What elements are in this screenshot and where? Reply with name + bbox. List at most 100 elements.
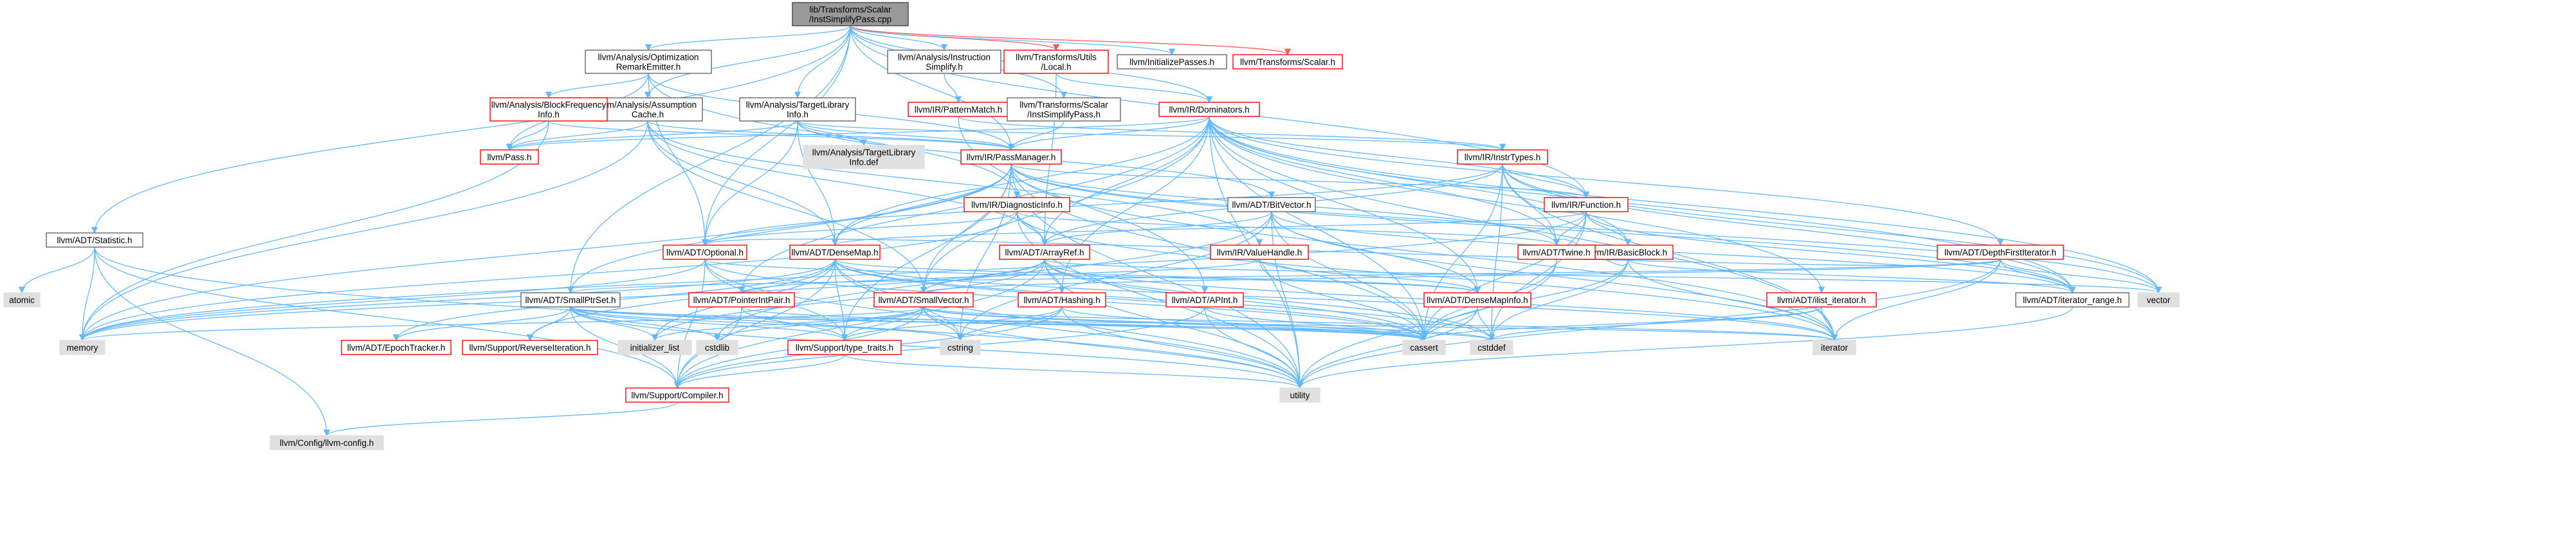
node-label-diaginfo-line-0: llvm/IR/DiagnosticInfo.h [971,200,1063,210]
node-label-config-line-0: llvm/Config/llvm-config.h [280,438,374,448]
node-ptrintpair[interactable]: llvm/ADT/PointerIntPair.h [688,292,795,308]
edge-statistic-to-atomic [18,246,95,294]
node-label-cstdlib-line-0: cstdlib [705,343,729,353]
edge-typetraits-to-compiler [673,354,845,389]
node-scalarh[interactable]: llvm/Transforms/Scalar.h [1232,54,1343,69]
node-label-cstring-line-0: cstring [947,343,973,353]
edge-compiler-to-config [323,402,678,437]
node-diaginfo[interactable]: llvm/IR/DiagnosticInfo.h [964,197,1070,212]
node-epoch[interactable]: llvm/ADT/EpochTracker.h [341,340,452,355]
node-densemapinfo[interactable]: llvm/ADT/DenseMapInfo.h [1423,292,1531,308]
edge-assumption-to-densemap [647,120,839,246]
edge-typetraits-to-utility [844,354,1303,389]
edge-passmanager-to-function [1010,163,1589,199]
node-box-pass [480,149,539,165]
node-patternmatch[interactable]: llvm/IR/PatternMatch.h [908,102,1009,117]
edge-hashing-to-utility [1061,306,1304,389]
node-box-assumption [592,97,703,122]
node-iterrange[interactable]: llvm/ADT/iterator_range.h [2015,292,2130,308]
edge-function-to-cassert [1420,211,1587,342]
edge-ilistiter-to-iterator [1821,306,1838,342]
node-densemap[interactable]: llvm/ADT/DenseMap.h [789,245,881,260]
edge-dfi-to-vector [2000,259,2162,294]
node-compiler[interactable]: llvm/Support/Compiler.h [625,387,729,403]
edge-bitvector-to-cassert [1271,211,1428,342]
node-box-instsimplifypass [1007,97,1121,122]
node-box-ilistiter [1766,292,1877,308]
node-dfi[interactable]: llvm/ADT/DepthFirstIterator.h [1937,245,2064,260]
node-arrayref[interactable]: llvm/ADT/ArrayRef.h [999,245,1090,260]
node-function[interactable]: llvm/IR/Function.h [1544,197,1629,212]
node-box-passmanager [960,149,1062,165]
edge-smallvector-to-cassert [923,306,1427,342]
node-box-twine [1517,245,1596,260]
edge-dfi-to-smallptrset [567,259,2001,294]
node-box-insttypes [1457,149,1548,165]
node-box-root [792,2,909,26]
edge-function-to-memory [79,211,1587,342]
node-hashing[interactable]: llvm/ADT/Hashing.h [1018,292,1106,308]
node-root[interactable]: lib/Transforms/Scalar/InstSimplifyPass.c… [792,2,909,26]
edge-densemap-to-cassert [834,259,1428,342]
node-instsimplifypass[interactable]: llvm/Transforms/Scalar/InstSimplifyPass.… [1007,97,1121,122]
node-smallptrset[interactable]: llvm/ADT/SmallPtrSet.h [520,292,621,308]
node-box-config [269,435,384,450]
node-box-optional [662,245,747,260]
node-label-iterator-line-0: iterator [1821,343,1849,353]
edge-assumption-to-pass [506,120,648,151]
node-box-reverseiter [462,340,598,355]
edge-dominators-to-function [1209,116,1590,199]
edge-assumption-to-valuehandle [647,120,1263,246]
node-ore[interactable]: llvm/Analysis/OptimizationRemarkEmitter.… [585,50,712,74]
node-pass[interactable]: llvm/Pass.h [480,149,539,165]
edge-ilistiter-to-cassert [1421,306,1822,342]
edge-tli-to-tlidef [797,120,868,147]
node-label-instsimplify-line-0: llvm/Analysis/Instruction [898,53,991,62]
node-box-utility [1279,387,1320,403]
node-initpasses[interactable]: llvm/InitializePasses.h [1117,54,1227,69]
node-smallvector[interactable]: llvm/ADT/SmallVector.h [873,292,974,308]
edge-local-to-dominators [1055,73,1213,104]
node-label-cstddef-line-0: cstddef [1477,343,1506,353]
node-dominators[interactable]: llvm/IR/Dominators.h [1158,102,1260,117]
node-passmanager[interactable]: llvm/IR/PassManager.h [960,149,1062,165]
edge-function-to-cstddef [1488,211,1587,342]
node-twine[interactable]: llvm/ADT/Twine.h [1517,245,1596,260]
node-box-hashing [1018,292,1106,308]
node-ilistiter[interactable]: llvm/ADT/ilist_iterator.h [1766,292,1877,308]
node-optional[interactable]: llvm/ADT/Optional.h [662,245,747,260]
node-box-cstddef [1470,340,1513,355]
node-box-smallptrset [520,292,621,308]
node-box-epoch [341,340,452,355]
node-statistic[interactable]: llvm/ADT/Statistic.h [46,232,143,248]
edge-tli-to-densemap [797,120,839,246]
node-valuehandle[interactable]: llvm/IR/ValueHandle.h [1210,245,1309,260]
node-cstring: cstring [940,340,981,355]
node-label-smallptrset-line-0: llvm/ADT/SmallPtrSet.h [525,295,616,305]
node-bitvector[interactable]: llvm/ADT/BitVector.h [1227,197,1316,212]
node-box-ptrintpair [688,292,795,308]
edge-smallvector-to-cstddef [923,306,1495,342]
edge-root-to-statistic [91,25,851,234]
node-box-statistic [46,232,143,248]
edge-dfi-to-smallvector [920,259,2001,294]
edge-root-to-passmanager [850,25,1015,151]
edge-hashing-to-cassert [1061,306,1427,342]
node-box-densemapinfo [1423,292,1531,308]
edge-dfi-to-iterator [1831,259,2001,342]
node-reverseiter[interactable]: llvm/Support/ReverseIteration.h [462,340,598,355]
node-insttypes[interactable]: llvm/IR/InstrTypes.h [1457,149,1548,165]
node-local[interactable]: llvm/Transforms/Utils/Local.h [1003,50,1109,74]
node-label-basicblock-line-0: llvm/IR/BasicBlock.h [1589,248,1667,257]
node-apint[interactable]: llvm/ADT/APInt.h [1165,292,1244,308]
node-box-memory [59,340,105,355]
node-label-bitvector-line-0: llvm/ADT/BitVector.h [1232,200,1311,210]
node-typetraits[interactable]: llvm/Support/type_traits.h [787,340,902,355]
node-box-dominators [1158,102,1260,117]
node-iterator: iterator [1813,340,1856,355]
node-basicblock[interactable]: llvm/IR/BasicBlock.h [1582,245,1674,260]
